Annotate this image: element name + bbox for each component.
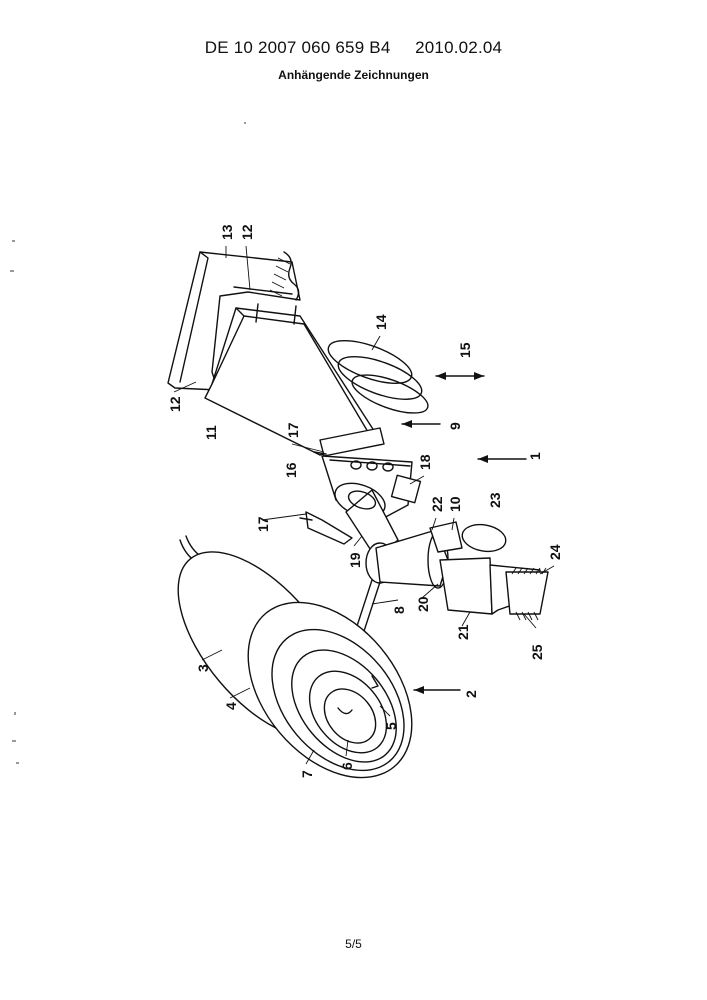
- label-7: 7: [299, 770, 315, 778]
- arrows: [401, 372, 527, 694]
- patent-number: DE 10 2007 060 659 B4: [204, 38, 391, 57]
- label-10: 10: [447, 496, 463, 512]
- label-1: 1: [527, 452, 543, 460]
- patent-date: 2010.02.04: [415, 38, 503, 57]
- label-2: 2: [463, 690, 479, 698]
- label-17-top: 17: [285, 422, 301, 438]
- label-11: 11: [203, 425, 219, 440]
- page-number: 5/5: [345, 937, 362, 951]
- spring-14: [327, 340, 429, 414]
- patent-header: DE 10 2007 060 659 B4 2010.02.04: [0, 38, 707, 58]
- label-13: 13: [219, 224, 235, 240]
- label-22: 22: [429, 496, 445, 512]
- arm-assembly: [343, 521, 549, 669]
- label-17-bottom: 17: [255, 516, 271, 532]
- label-23: 23: [487, 492, 503, 508]
- label-6: 6: [339, 762, 355, 770]
- label-18: 18: [417, 454, 433, 470]
- label-15: 15: [457, 342, 473, 358]
- label-24: 24: [547, 544, 563, 560]
- drum-assembly: [177, 535, 413, 779]
- label-14: 14: [373, 314, 389, 330]
- label-25: 25: [529, 644, 545, 660]
- label-19: 19: [347, 552, 363, 568]
- block-13: [167, 251, 301, 391]
- label-4: 4: [223, 702, 239, 710]
- label-12-top: 12: [239, 224, 255, 240]
- label-8: 8: [391, 606, 407, 614]
- bracket-16: [299, 451, 422, 559]
- leader-lines: [173, 245, 555, 765]
- label-16: 16: [283, 462, 299, 478]
- label-20: 20: [415, 596, 431, 612]
- label-5: 5: [383, 722, 399, 730]
- scan-artifacts: [10, 122, 246, 764]
- label-21: 21: [455, 624, 471, 640]
- block-11: [204, 303, 385, 457]
- label-3: 3: [195, 664, 211, 672]
- label-12-left: 12: [167, 396, 183, 412]
- reference-labels: 13 12 14 15 12 11 9 17 1 16 18 17 22 10 …: [167, 224, 563, 778]
- drawings-subtitle: Anhängende Zeichnungen: [278, 68, 429, 82]
- label-9: 9: [447, 422, 463, 430]
